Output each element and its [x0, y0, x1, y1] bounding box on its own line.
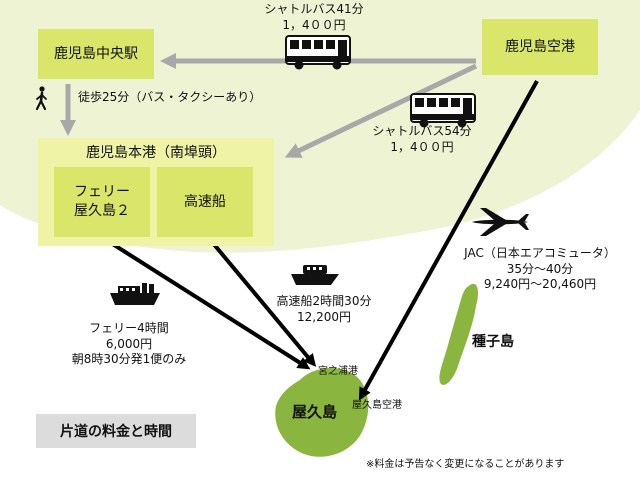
route-ferry-line2: 6,000円 [105, 336, 153, 351]
route-ferry: フェリー4時間 6,000円 朝8時30分発1便のみ [34, 321, 224, 368]
boat-icon [291, 265, 339, 285]
route-ferry-line1: フェリー4時間 [89, 321, 169, 335]
route-bus-airport-port-line1: シャトルバス54分 [372, 124, 472, 138]
disclaimer-note: ※料金は予告なく変更になることがあります [366, 459, 565, 470]
node-kagoshima-airport: 鹿児島空港 [482, 19, 598, 75]
node-kagoshima-chuo: 鹿児島中央駅 [38, 29, 154, 79]
node-ferry-yakushima: フェリー 屋久島２ [54, 167, 150, 237]
bus-icon [285, 35, 351, 70]
legend-box: 片道の料金と時間 [36, 414, 196, 448]
route-bus-airport-port-line2: 1，4００円 [390, 139, 454, 154]
route-high-speed-line2: 12,200円 [297, 309, 351, 324]
route-flight: JAC（日本エアコミュータ） 35分〜40分 9,240円〜20,460円 [448, 246, 632, 293]
label-tanegashima: 種子島 [472, 334, 514, 350]
route-ferry-line3: 朝8時30分発1便のみ [71, 352, 187, 367]
arrow-flight [358, 80, 539, 401]
tanegashima-island [439, 283, 478, 385]
route-flight-line2: 35分〜40分 [506, 261, 574, 276]
route-high-speed: 高速船2時間30分 12,200円 [254, 294, 394, 325]
arrow-ferry [98, 234, 311, 370]
route-bus-airport-port: シャトルバス54分 1，4００円 [352, 124, 492, 155]
label-yakushima: 屋久島 [292, 403, 338, 421]
airplane-icon [472, 208, 529, 236]
label-yakushima-airport: 屋久島空港 [352, 400, 402, 411]
node-kagoshima-port: 鹿児島本港（南埠頭） [86, 145, 226, 161]
node-high-speed-boat: 高速船 [157, 167, 253, 237]
walker-icon [35, 86, 47, 111]
route-bus-airport-chuo-line2: 1，4００円 [282, 17, 346, 32]
route-walk-chuo-port: 徒歩25分（バス・タクシーあり） [78, 90, 262, 104]
route-high-speed-line1: 高速船2時間30分 [276, 294, 372, 308]
route-bus-airport-chuo-line1: シャトルバス41分 [264, 2, 364, 16]
yakushima-island [275, 368, 369, 457]
route-flight-line1: JAC（日本エアコミュータ） [464, 246, 616, 260]
arrow-airport-to-port [284, 63, 478, 158]
label-miyanoura-port: 宮之浦港 [318, 366, 358, 377]
arrow-high-speed [205, 234, 317, 367]
route-bus-airport-chuo: シャトルバス41分 1，4００円 [244, 2, 384, 33]
route-flight-line3: 9,240円〜20,460円 [483, 277, 597, 292]
bus-icon [410, 93, 476, 128]
ferry-icon [110, 283, 160, 305]
